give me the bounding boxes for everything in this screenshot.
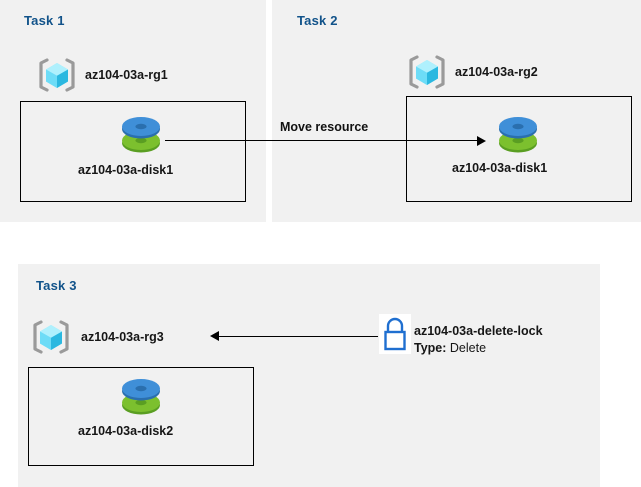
- resource-group-icon: [35, 53, 79, 97]
- task1-resource-label: az104-03a-disk1: [78, 163, 174, 177]
- task3-resource-label: az104-03a-disk2: [78, 424, 174, 438]
- task1-resource-box: [20, 101, 246, 202]
- task3-title: Task 3: [36, 278, 77, 293]
- lock-connector-line: [219, 336, 378, 337]
- task2-resource-label: az104-03a-disk1: [452, 161, 548, 175]
- lock-type-row: Type: Delete: [414, 341, 486, 355]
- lock-type-key: Type:: [414, 341, 447, 355]
- move-connector-arrowhead: [477, 136, 486, 146]
- move-connector-line: [165, 140, 481, 141]
- task2-panel: [272, 0, 641, 222]
- task2-rg-label: az104-03a-rg2: [455, 65, 538, 79]
- managed-disk-icon: [118, 113, 164, 157]
- task1-rg-label: az104-03a-rg1: [85, 68, 168, 82]
- task3-resource-box: [28, 367, 254, 466]
- resource-group-icon: [29, 315, 73, 359]
- task3-rg-label: az104-03a-rg3: [81, 330, 164, 344]
- lock-icon: [379, 314, 411, 354]
- task3-panel: [18, 264, 600, 487]
- task1-panel: [0, 0, 266, 222]
- resource-group-icon: [405, 50, 449, 94]
- managed-disk-icon: [495, 113, 541, 157]
- lock-name-label: az104-03a-delete-lock: [414, 324, 543, 338]
- managed-disk-icon: [118, 375, 164, 419]
- task1-title: Task 1: [24, 13, 65, 28]
- lock-connector-arrowhead: [210, 331, 219, 341]
- move-resource-label: Move resource: [280, 120, 369, 134]
- lock-type-value: Delete: [449, 341, 487, 355]
- task2-resource-box: [406, 96, 632, 202]
- task2-title: Task 2: [297, 13, 338, 28]
